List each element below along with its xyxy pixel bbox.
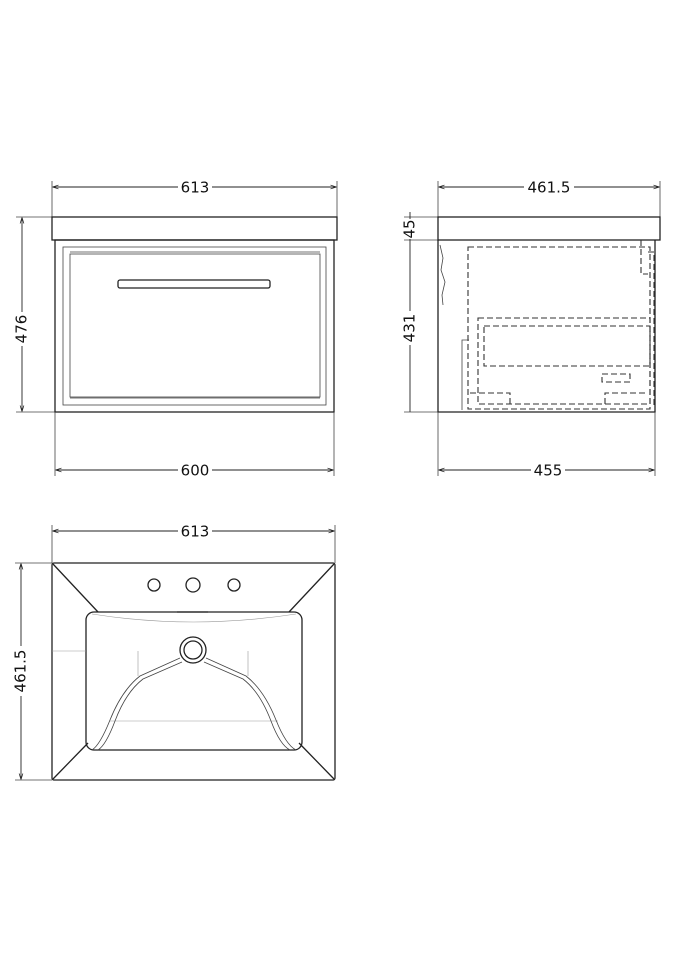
drawer-handle xyxy=(117,279,271,289)
dimension-461-5-plan: 461.5 xyxy=(12,562,52,781)
drawer-front xyxy=(69,253,321,398)
dimension-label: 431 xyxy=(401,314,419,343)
waste-icon xyxy=(183,640,203,660)
dimension-label: 461.5 xyxy=(528,179,571,197)
tap-profile xyxy=(439,244,446,306)
dimension-label: 45 xyxy=(401,219,419,238)
dimension-461-5-side: 461.5 xyxy=(437,178,661,217)
dimension-476: 476 xyxy=(13,216,55,413)
basin-bowl xyxy=(85,611,303,751)
dimension-600: 600 xyxy=(54,412,335,480)
hidden-drawer xyxy=(477,317,651,405)
basin-top-side xyxy=(437,216,661,241)
dimension-613-front: 613 xyxy=(51,178,338,217)
basin-top xyxy=(51,216,338,241)
plan-view: 613 461.5 xyxy=(12,522,336,781)
dimension-613-plan: 613 xyxy=(51,522,336,563)
waste-outer xyxy=(179,636,207,664)
basin-outline xyxy=(51,562,336,781)
cabinet-frame xyxy=(62,246,327,406)
side-view: 461.5 45 431 455 xyxy=(401,178,661,480)
dimension-label: 455 xyxy=(534,462,563,480)
tap-hole-left-icon xyxy=(147,578,161,592)
dimension-label: 600 xyxy=(181,462,210,480)
cabinet-side xyxy=(437,240,656,413)
dimension-label: 461.5 xyxy=(12,650,30,693)
cabinet-body xyxy=(54,239,335,413)
tap-hole-center-icon xyxy=(185,577,201,593)
dimension-431: 431 xyxy=(401,311,438,413)
dimension-455: 455 xyxy=(437,412,656,480)
hidden-carcass xyxy=(467,246,651,410)
dimension-label: 613 xyxy=(181,523,210,541)
tap-hole-right-icon xyxy=(227,578,241,592)
dimension-label: 476 xyxy=(13,315,31,344)
dimension-label: 613 xyxy=(181,179,210,197)
front-view: 613 476 600 xyxy=(13,178,338,480)
